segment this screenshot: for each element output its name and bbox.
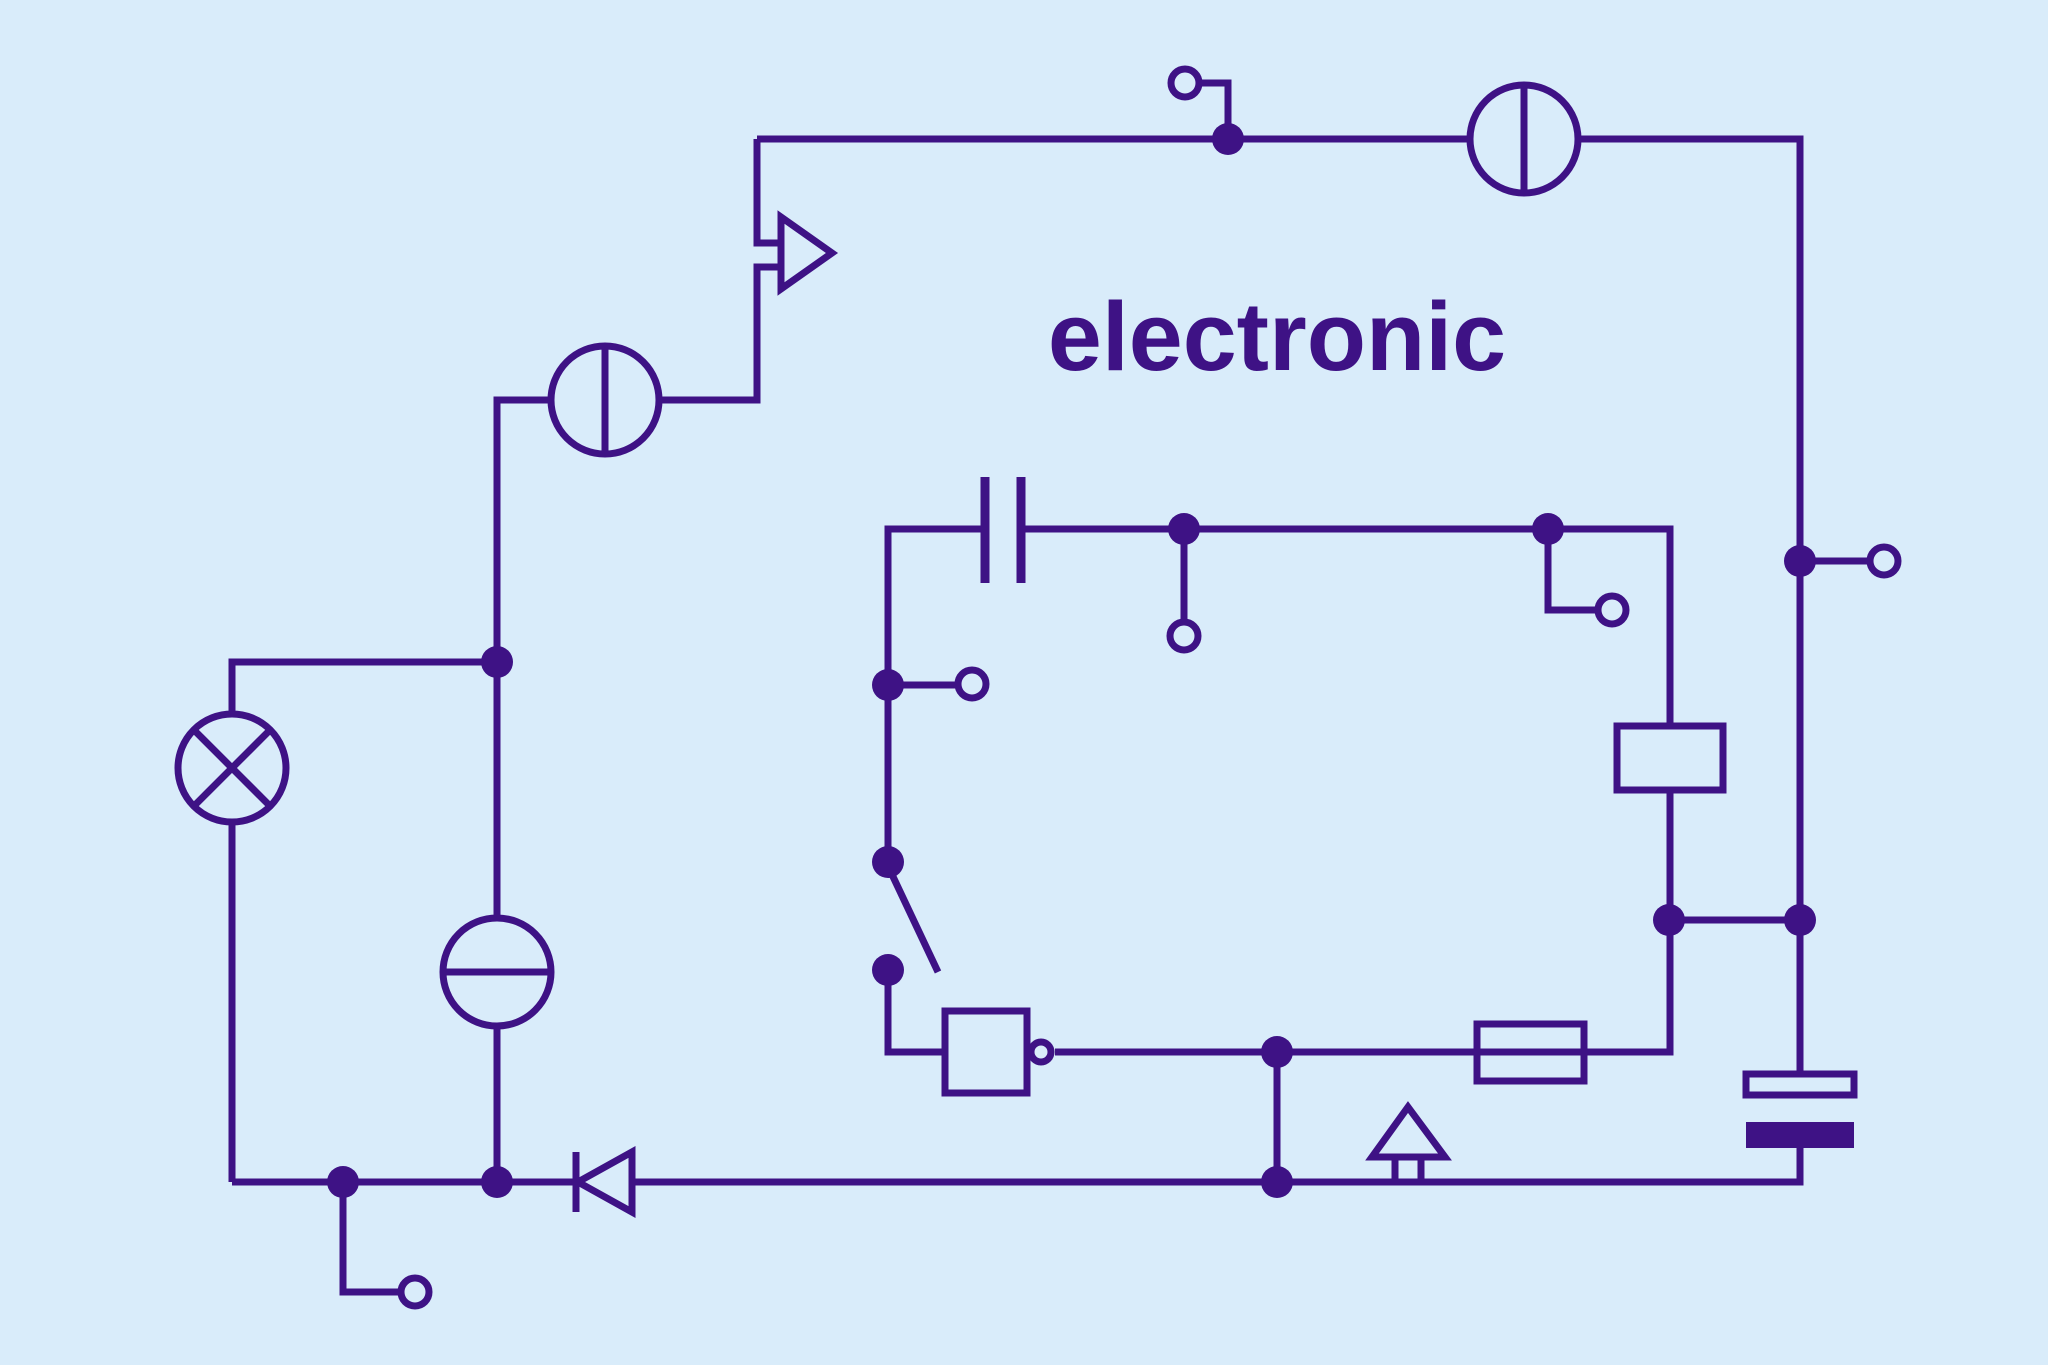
lamp-symbol <box>174 710 290 826</box>
junction-dot <box>1212 123 1244 155</box>
wire-inner-top-right <box>1021 525 1674 726</box>
diode-triangle <box>570 1146 636 1218</box>
wire-inner-right-run <box>1055 790 1674 1056</box>
battery-plate-bottom <box>1746 1122 1854 1148</box>
open-terminal <box>397 1274 433 1310</box>
logic-box <box>941 1007 1031 1097</box>
logic-box-bubble <box>1027 1038 1055 1066</box>
wire-lamp-branch <box>228 658 497 1182</box>
switch-pole-dot <box>872 846 904 878</box>
junction-dot <box>1653 904 1685 936</box>
junction-dot <box>1784 545 1816 577</box>
wire-switch-to-box <box>884 970 945 1056</box>
fuse-box <box>1473 1020 1588 1085</box>
switch-blade <box>884 864 942 974</box>
junction-dot <box>1784 904 1816 936</box>
amplifier-triangle <box>777 210 839 296</box>
source-symbol-lower-left <box>439 914 555 1030</box>
meter-symbol-top <box>1466 81 1582 197</box>
resistor-box <box>1613 722 1727 794</box>
junction-dot <box>1261 1036 1293 1068</box>
battery-plate-top <box>1742 1070 1858 1099</box>
circuit-layer <box>174 65 1902 1310</box>
junction-dot <box>1261 1166 1293 1198</box>
wire-bottom-terminal-stub <box>339 1182 401 1296</box>
junction-dot <box>1168 513 1200 545</box>
wire-inner-top-left <box>884 525 985 862</box>
arrow-symbol-triangle <box>1365 1101 1452 1161</box>
open-terminal <box>1167 65 1203 101</box>
wire-capacitor-stub-b <box>1544 529 1598 614</box>
junction-dot <box>327 1166 359 1198</box>
open-terminal <box>1866 543 1902 579</box>
junction-dot <box>481 646 513 678</box>
switch-pole-dot <box>872 954 904 986</box>
wire-amp-input-jog <box>753 139 781 247</box>
wire-top-right-rail <box>757 135 1804 1074</box>
junction-dot <box>481 1166 513 1198</box>
wire-bottom-rail <box>232 1148 1804 1186</box>
open-terminal <box>954 666 990 702</box>
title-text: electronic <box>1048 282 1506 391</box>
junction-dot <box>872 669 904 701</box>
junction-dot <box>1532 513 1564 545</box>
wire-top-terminal-stub <box>1199 79 1232 139</box>
open-terminal <box>1594 592 1630 628</box>
open-terminal <box>1166 618 1202 654</box>
source-symbol-left <box>547 342 663 458</box>
